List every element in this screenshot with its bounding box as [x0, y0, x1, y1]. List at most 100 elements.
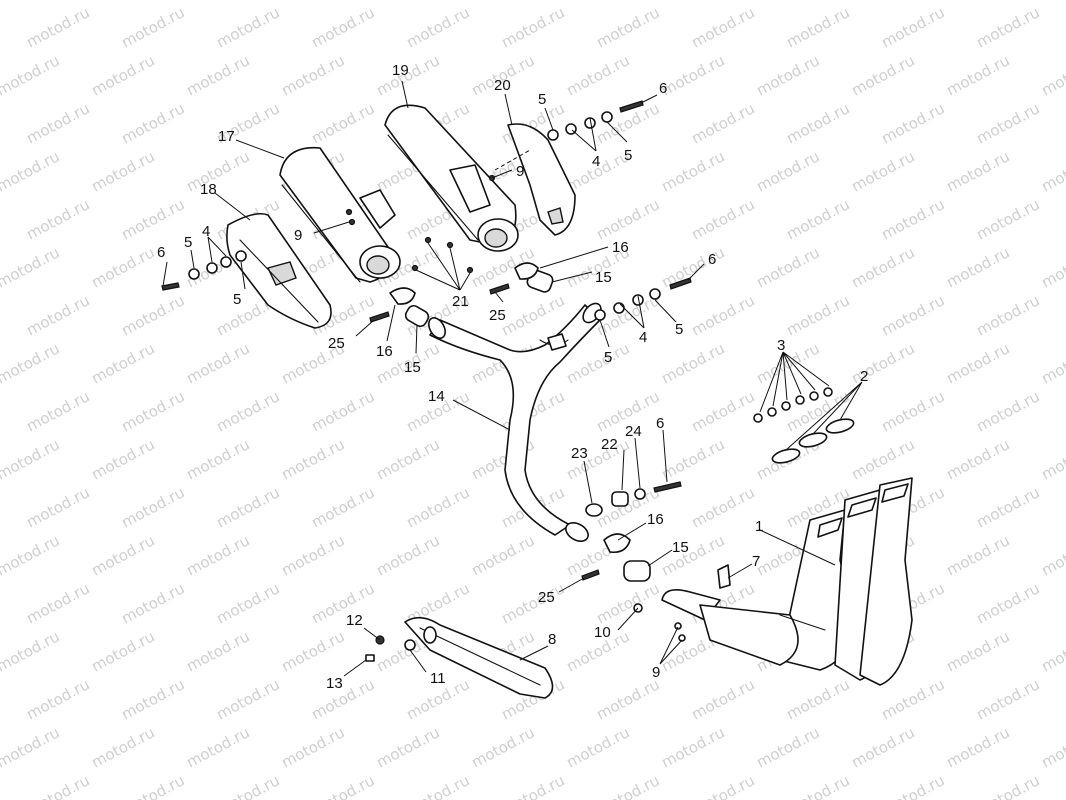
watermark-text: motod.ru: [373, 435, 442, 483]
callout-19: 19: [392, 62, 409, 79]
callout-21: 21: [452, 293, 469, 310]
watermark-text: motod.ru: [118, 675, 187, 723]
watermark-text: motod.ru: [973, 675, 1042, 723]
watermark-text: motod.ru: [468, 531, 537, 579]
watermark-text: motod.ru: [688, 771, 757, 800]
callout-12: 12: [346, 612, 363, 629]
callout-5-mid-a: 5: [604, 349, 612, 366]
lower-heat-guard: [404, 616, 554, 699]
watermark-text: motod.ru: [278, 627, 347, 675]
callout-23: 23: [571, 445, 588, 462]
watermark-text: motod.ru: [658, 243, 727, 291]
left-silencer: [279, 146, 401, 283]
watermark-text: motod.ru: [183, 435, 252, 483]
watermark-text: motod.ru: [943, 627, 1012, 675]
header-gaskets: [771, 418, 855, 464]
watermark-text: motod.ru: [373, 531, 442, 579]
watermark-text: motod.ru: [973, 291, 1042, 339]
watermark-text: motod.ru: [563, 723, 632, 771]
watermark-text: motod.ru: [308, 579, 377, 627]
watermark-text: motod.ru: [23, 195, 92, 243]
watermark-text: motod.ru: [753, 723, 822, 771]
watermark-text: motod.ru: [498, 579, 567, 627]
callout-18: 18: [200, 181, 217, 198]
watermark-text: motod.ru: [498, 291, 567, 339]
callout-17: 17: [218, 128, 235, 145]
watermark-text: motod.ru: [0, 627, 63, 675]
watermark-text: motod.ru: [878, 3, 947, 51]
watermark-text: motod.ru: [308, 387, 377, 435]
watermark-text: motod.ru: [783, 3, 852, 51]
header-nuts: [753, 387, 833, 423]
watermark-text: motod.ru: [563, 0, 632, 4]
watermark-text: motod.ru: [88, 435, 157, 483]
watermark-text: motod.ru: [403, 3, 472, 51]
watermark-text: motod.ru: [848, 339, 917, 387]
watermark-text: motod.ru: [23, 675, 92, 723]
callout-5-top-b: 5: [624, 147, 632, 164]
watermark-text: motod.ru: [848, 435, 917, 483]
callout-15-right: 15: [595, 269, 612, 286]
watermark-text: motod.ru: [973, 771, 1042, 800]
callout-9-bottom: 9: [652, 664, 660, 681]
callout-5-top-a: 5: [538, 91, 546, 108]
watermark-text: motod.ru: [688, 99, 757, 147]
callout-25-left: 25: [328, 335, 345, 352]
callout-9-right: 9: [516, 163, 524, 180]
callout-5-left-a: 5: [184, 234, 192, 251]
hanger-hardware: [585, 481, 682, 517]
watermark-text: motod.ru: [403, 483, 472, 531]
watermark-text: motod.ru: [213, 771, 282, 800]
watermark-text: motod.ru: [0, 339, 63, 387]
callout-25-lower: 25: [538, 589, 555, 606]
watermark-text: motod.ru: [783, 771, 852, 800]
callout-16-left: 16: [376, 343, 393, 360]
watermark-text: motod.ru: [783, 291, 852, 339]
watermark-text: motod.ru: [688, 291, 757, 339]
watermark-text: motod.ru: [88, 531, 157, 579]
lower-sleeve: [603, 533, 651, 582]
callout-5-left-b: 5: [233, 291, 241, 308]
watermark-text: motod.ru: [23, 99, 92, 147]
watermark-text: motod.ru: [118, 483, 187, 531]
watermark-text: motod.ru: [973, 3, 1042, 51]
watermark-text: motod.ru: [23, 579, 92, 627]
watermark-text: motod.ru: [23, 3, 92, 51]
watermark-text: motod.ru: [88, 723, 157, 771]
watermark-text: motod.ru: [118, 195, 187, 243]
watermark-text: motod.ru: [88, 147, 157, 195]
watermark-text: motod.ru: [23, 387, 92, 435]
watermark-text: motod.ru: [1038, 0, 1066, 4]
callout-6-mid: 6: [708, 251, 716, 268]
callout-3: 3: [777, 337, 785, 354]
watermark-text: motod.ru: [278, 531, 347, 579]
watermark-text: motod.ru: [118, 99, 187, 147]
watermark-text: motod.ru: [0, 723, 63, 771]
watermark-text: motod.ru: [403, 771, 472, 800]
watermark-text: motod.ru: [783, 99, 852, 147]
callout-1: 1: [755, 518, 763, 535]
watermark-text: motod.ru: [878, 291, 947, 339]
right-heat-shield: [494, 123, 576, 236]
watermark-text: motod.ru: [658, 723, 727, 771]
watermark-text: motod.ru: [593, 675, 662, 723]
watermark-text: motod.ru: [658, 339, 727, 387]
watermark-text: motod.ru: [183, 51, 252, 99]
watermark-text: motod.ru: [943, 339, 1012, 387]
watermark-text: motod.ru: [1038, 51, 1066, 99]
watermark-text: motod.ru: [88, 627, 157, 675]
watermark-text: motod.ru: [278, 723, 347, 771]
watermark-text: motod.ru: [1038, 147, 1066, 195]
watermark-text: motod.ru: [878, 387, 947, 435]
watermark-text: motod.ru: [213, 387, 282, 435]
watermark-text: motod.ru: [1038, 339, 1066, 387]
watermark-text: motod.ru: [563, 51, 632, 99]
fasteners: [161, 100, 692, 581]
small-hardware: [365, 603, 686, 662]
watermark-text: motod.ru: [753, 51, 822, 99]
watermark-text: motod.ru: [973, 483, 1042, 531]
callout-13: 13: [326, 675, 343, 692]
watermark-text: motod.ru: [848, 243, 917, 291]
watermark-text: motod.ru: [23, 771, 92, 800]
